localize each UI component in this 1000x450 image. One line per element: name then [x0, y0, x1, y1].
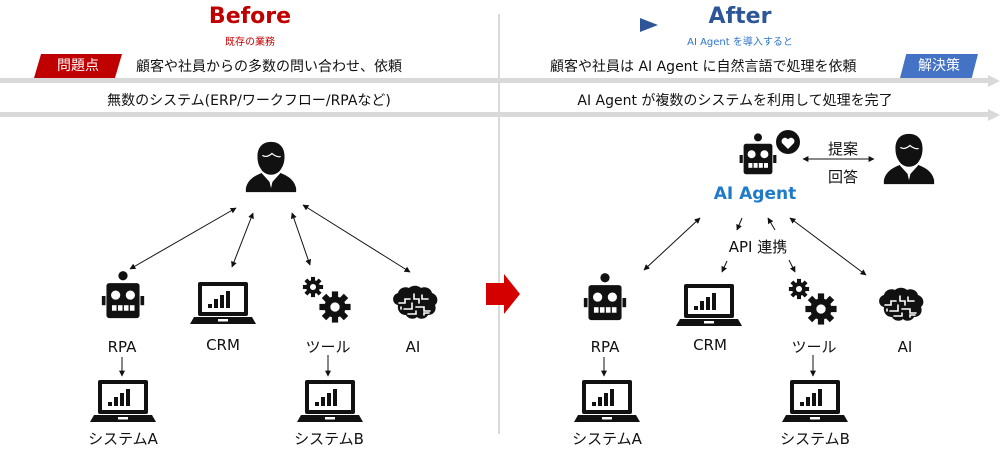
before-subtitle: 既存の業務 — [225, 37, 275, 48]
exchange-label-propose: 提案 — [827, 140, 858, 158]
row1-band-arrow-icon — [988, 74, 1000, 87]
before-subsystem-label-a: システムA — [88, 430, 158, 448]
before-row2-text: 無数のシステム(ERP/ワークフロー/RPAなど) — [107, 93, 391, 109]
after-system-label-crm: CRM — [693, 336, 727, 354]
after-system-label-tool: ツール — [791, 338, 837, 356]
api-integration-label: API 連携 — [728, 238, 788, 256]
row1-band — [0, 78, 988, 83]
gears-icon — [302, 276, 351, 323]
robot-chat-icon — [739, 130, 800, 175]
brain-icon — [390, 285, 440, 325]
transition-arrow-icon — [486, 274, 520, 314]
before-subsystem-label-b: システムB — [294, 430, 364, 448]
before-system-label-rpa: RPA — [107, 338, 137, 356]
transition-dotted-arrow — [326, 18, 658, 32]
after-subsystem-label-a: システムA — [572, 430, 642, 448]
laptop-chart-icon — [782, 378, 848, 424]
user-icon — [242, 136, 300, 198]
laptop-chart-icon — [676, 282, 742, 328]
laptop-chart-icon — [190, 280, 256, 326]
after-system-label-ai: AI — [897, 338, 913, 356]
solution-tag: 解決策 — [900, 54, 978, 78]
after-system-label-rpa: RPA — [590, 338, 620, 356]
ai-agent-label: AI Agent — [713, 184, 797, 204]
after-row2-text: AI Agent が複数のシステムを利用して処理を完了 — [577, 93, 893, 109]
before-system-label-tool: ツール — [305, 338, 351, 356]
before-row1-text: 顧客や社員からの多数の問い合わせ、依頼 — [136, 59, 402, 75]
row2-band — [0, 112, 988, 117]
after-title: After — [708, 4, 772, 29]
laptop-chart-icon — [90, 378, 156, 424]
robot-icon — [582, 272, 628, 324]
row2-band-arrow-icon — [988, 108, 1000, 121]
laptop-chart-icon — [574, 378, 640, 424]
before-after-divider — [498, 14, 500, 434]
after-row1-text: 顧客や社員は AI Agent に自然言語で処理を依頼 — [550, 59, 857, 75]
before-system-label-ai: AI — [405, 338, 421, 356]
before-title: Before — [208, 4, 292, 29]
exchange-label-answer: 回答 — [827, 168, 858, 186]
gears-icon — [788, 278, 837, 325]
robot-icon — [100, 270, 146, 322]
before-system-label-crm: CRM — [206, 336, 240, 354]
after-subtitle: AI Agent を導入すると — [687, 37, 793, 48]
brain-icon — [876, 287, 926, 327]
user-icon — [880, 128, 938, 190]
arrowhead-icon — [640, 18, 658, 32]
laptop-chart-icon — [297, 378, 363, 424]
problem-tag: 問題点 — [34, 54, 122, 78]
after-subsystem-label-b: システムB — [780, 430, 850, 448]
